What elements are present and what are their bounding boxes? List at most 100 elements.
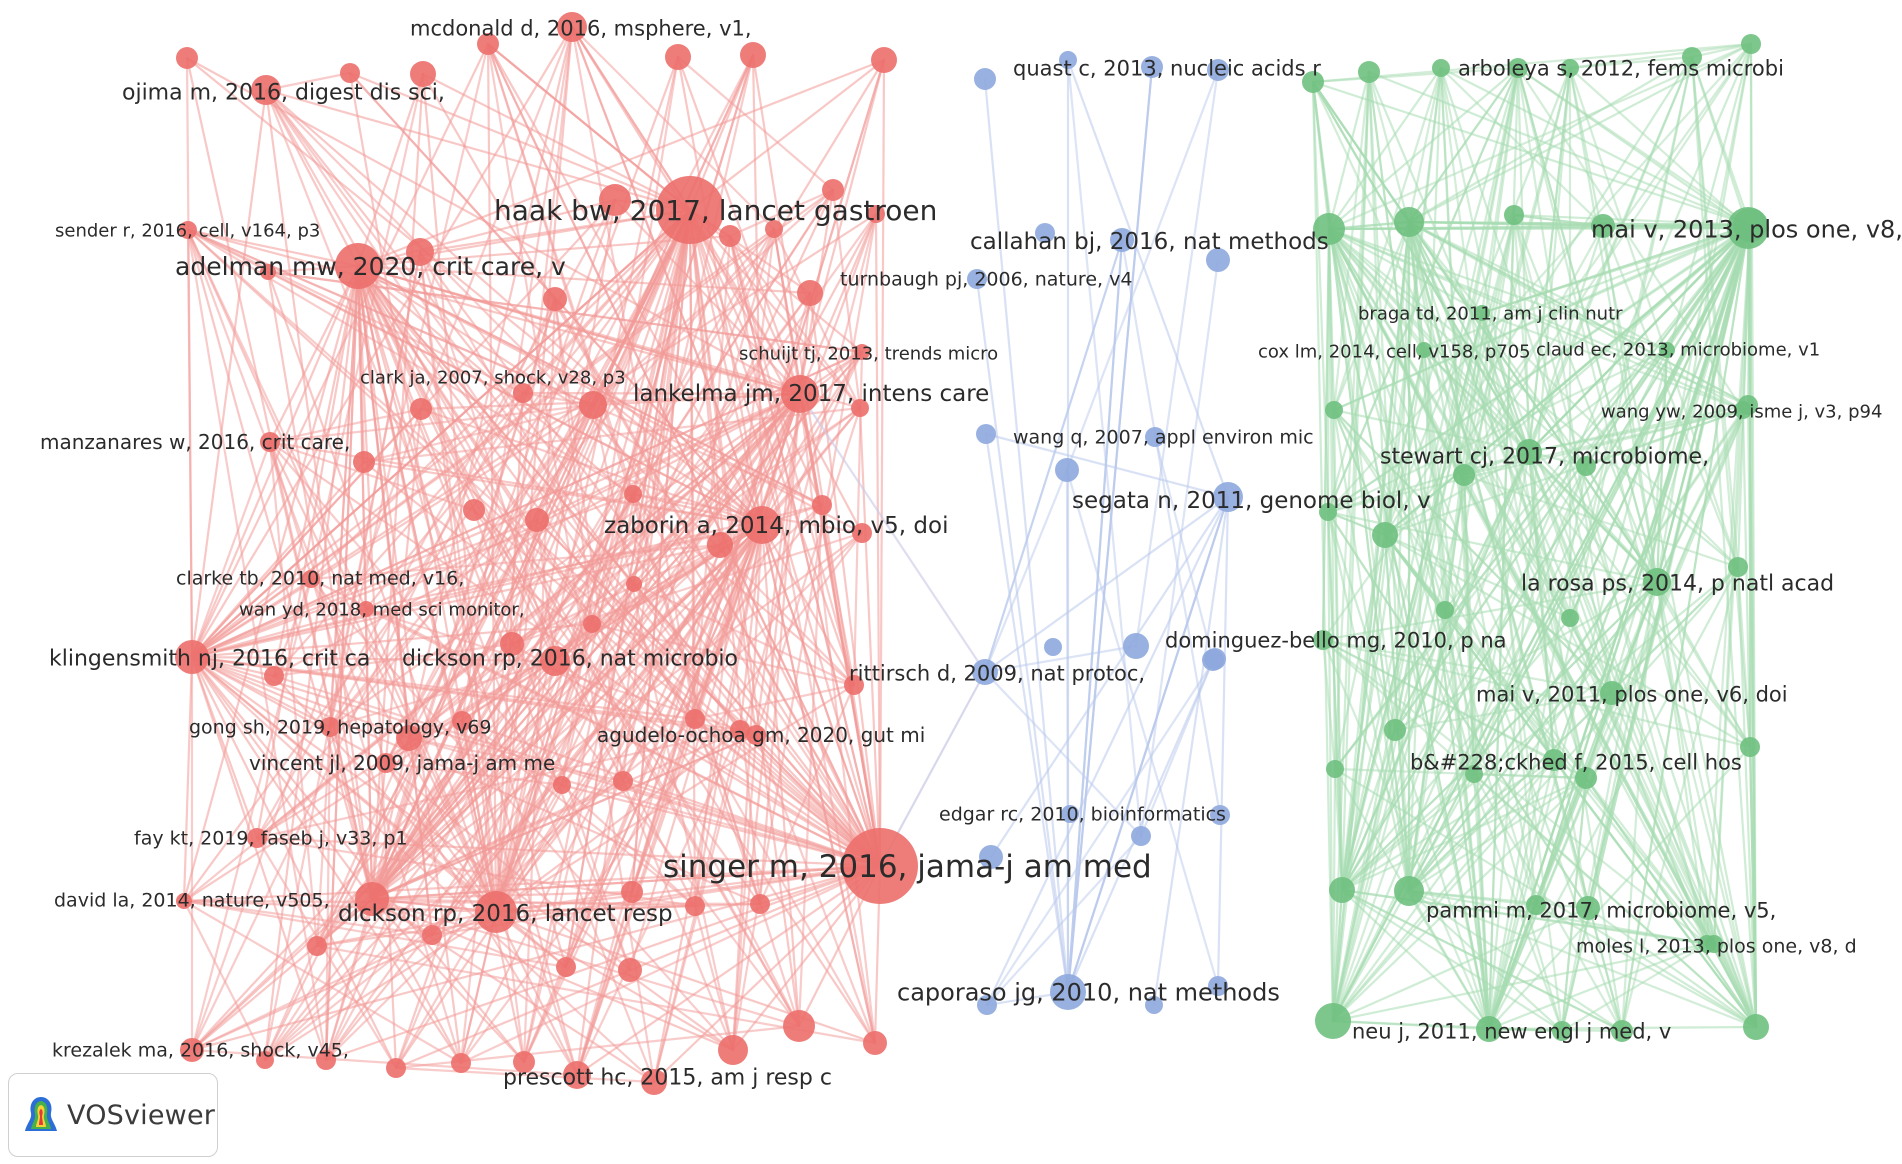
node-claudec[interactable]: [1659, 342, 1675, 358]
node-arboleya[interactable]: [1508, 58, 1528, 78]
network-node[interactable]: [1313, 213, 1345, 245]
node-krezalek[interactable]: [180, 1038, 204, 1062]
network-node[interactable]: [553, 776, 571, 794]
node-adelman[interactable]: [335, 243, 381, 289]
node-label-dominguez[interactable]: dominguez-bello mg, 2010, p na: [1165, 628, 1507, 652]
network-node[interactable]: [1705, 935, 1723, 953]
network-node[interactable]: [422, 925, 442, 945]
node-label-maiv2013[interactable]: mai v, 2013, plos one, v8, doi: [1591, 215, 1902, 243]
network-node[interactable]: [1591, 214, 1615, 238]
node-label-neuj[interactable]: neu j, 2011, new engl j med, v: [1352, 1019, 1671, 1043]
node-label-turnbaugh[interactable]: turnbaugh pj, 2006, nature, v4: [840, 269, 1132, 291]
network-node[interactable]: [1741, 34, 1761, 54]
network-node[interactable]: [1384, 719, 1406, 741]
node-label-maiv2011[interactable]: mai v, 2011, plos one, v6, doi: [1476, 682, 1788, 706]
network-node[interactable]: [1131, 826, 1151, 846]
node-label-segata[interactable]: segata n, 2011, genome biol, v: [1072, 488, 1431, 514]
network-node[interactable]: [1453, 464, 1475, 486]
node-label-davidla[interactable]: david la, 2014, nature, v505,: [54, 890, 330, 912]
node-callahan[interactable]: [1110, 228, 1134, 252]
network-node[interactable]: [851, 399, 869, 417]
network-node[interactable]: [1561, 59, 1579, 77]
network-node[interactable]: [410, 61, 436, 87]
network-node[interactable]: [1465, 765, 1483, 783]
node-backhed[interactable]: [1543, 749, 1565, 771]
network-node[interactable]: [1059, 51, 1077, 69]
node-neuj[interactable]: [1476, 1016, 1502, 1042]
network-node[interactable]: [583, 615, 601, 633]
network-node[interactable]: [500, 632, 524, 656]
node-label-arboleya[interactable]: arboleya s, 2012, fems microbi: [1458, 56, 1784, 80]
network-node[interactable]: [707, 532, 733, 558]
node-mcdonald[interactable]: [557, 12, 587, 42]
node-label-molesl[interactable]: moles l, 2013, plos one, v8, d: [1576, 936, 1857, 958]
network-node[interactable]: [1743, 1014, 1769, 1040]
network-node[interactable]: [452, 711, 472, 731]
network-node[interactable]: [1682, 47, 1702, 67]
network-node[interactable]: [613, 771, 633, 791]
node-manzanares[interactable]: [260, 432, 280, 452]
network-node[interactable]: [1302, 71, 1324, 93]
network-node[interactable]: [256, 1051, 274, 1069]
network-node[interactable]: [316, 1050, 336, 1070]
network-node[interactable]: [1738, 395, 1758, 415]
node-zaborin[interactable]: [743, 506, 781, 544]
node-label-clarketb[interactable]: clarke tb, 2010, nat med, v16,: [176, 568, 464, 590]
network-node[interactable]: [176, 47, 198, 69]
node-stewart[interactable]: [1516, 439, 1542, 465]
network-node[interactable]: [871, 47, 897, 73]
network-node[interactable]: [1740, 737, 1760, 757]
node-edgar[interactable]: [1061, 805, 1079, 823]
network-node[interactable]: [1394, 876, 1424, 906]
network-node[interactable]: [1358, 61, 1380, 83]
network-node[interactable]: [1526, 895, 1546, 915]
network-node[interactable]: [750, 894, 770, 914]
network-node[interactable]: [1208, 976, 1228, 996]
network-node[interactable]: [844, 675, 864, 695]
network-node[interactable]: [451, 1053, 471, 1073]
network-node[interactable]: [730, 720, 750, 740]
node-label-larosa[interactable]: la rosa ps, 2014, p natl acad: [1521, 572, 1834, 597]
network-node[interactable]: [974, 68, 996, 90]
network-node[interactable]: [406, 238, 434, 266]
network-node[interactable]: [477, 33, 499, 55]
node-label-quast[interactable]: quast c, 2013, nucleic acids r: [1013, 56, 1321, 80]
network-node[interactable]: [740, 42, 766, 68]
network-node[interactable]: [1319, 503, 1337, 521]
network-node[interactable]: [1326, 760, 1344, 778]
node-label-haak[interactable]: haak bw, 2017, lancet gastroen: [494, 194, 937, 227]
network-node[interactable]: [1035, 223, 1055, 243]
network-node[interactable]: [626, 576, 642, 592]
node-segata[interactable]: [1213, 482, 1243, 512]
network-node[interactable]: [1611, 1020, 1633, 1042]
network-node[interactable]: [1325, 401, 1343, 419]
node-label-wangyw[interactable]: wang yw, 2009, isme j, v3, p94: [1601, 401, 1882, 422]
network-node[interactable]: [685, 896, 705, 916]
node-label-mcdonald[interactable]: mcdonald d, 2016, msphere, v1,: [410, 16, 752, 40]
node-label-schuijt[interactable]: schuijt tj, 2013, trends micro: [739, 343, 998, 364]
network-node[interactable]: [1206, 248, 1230, 272]
node-haak[interactable]: [656, 176, 724, 244]
network-node[interactable]: [765, 220, 783, 238]
network-node[interactable]: [543, 287, 567, 311]
network-node[interactable]: [1575, 767, 1597, 789]
network-node[interactable]: [1372, 522, 1398, 548]
node-quast[interactable]: [1141, 56, 1163, 78]
node-sender[interactable]: [179, 221, 197, 239]
network-node[interactable]: [1123, 633, 1149, 659]
network-node[interactable]: [1315, 1003, 1351, 1039]
node-turnbaugh[interactable]: [967, 269, 987, 289]
node-coxlm[interactable]: [1416, 342, 1432, 358]
node-label-lankelma[interactable]: lankelma jm, 2017, intens care: [633, 381, 989, 407]
node-dicksonl[interactable]: [475, 891, 517, 933]
network-node[interactable]: [1313, 630, 1333, 650]
node-davidla[interactable]: [176, 893, 192, 909]
network-node[interactable]: [1576, 456, 1596, 476]
network-node[interactable]: [977, 995, 997, 1015]
network-node[interactable]: [463, 499, 485, 521]
network-node[interactable]: [1329, 877, 1355, 903]
network-node[interactable]: [1436, 601, 1454, 619]
node-label-clarkja[interactable]: clark ja, 2007, shock, v28, p3: [360, 367, 626, 388]
node-larosa[interactable]: [1643, 568, 1671, 596]
node-vincent[interactable]: [376, 753, 396, 773]
